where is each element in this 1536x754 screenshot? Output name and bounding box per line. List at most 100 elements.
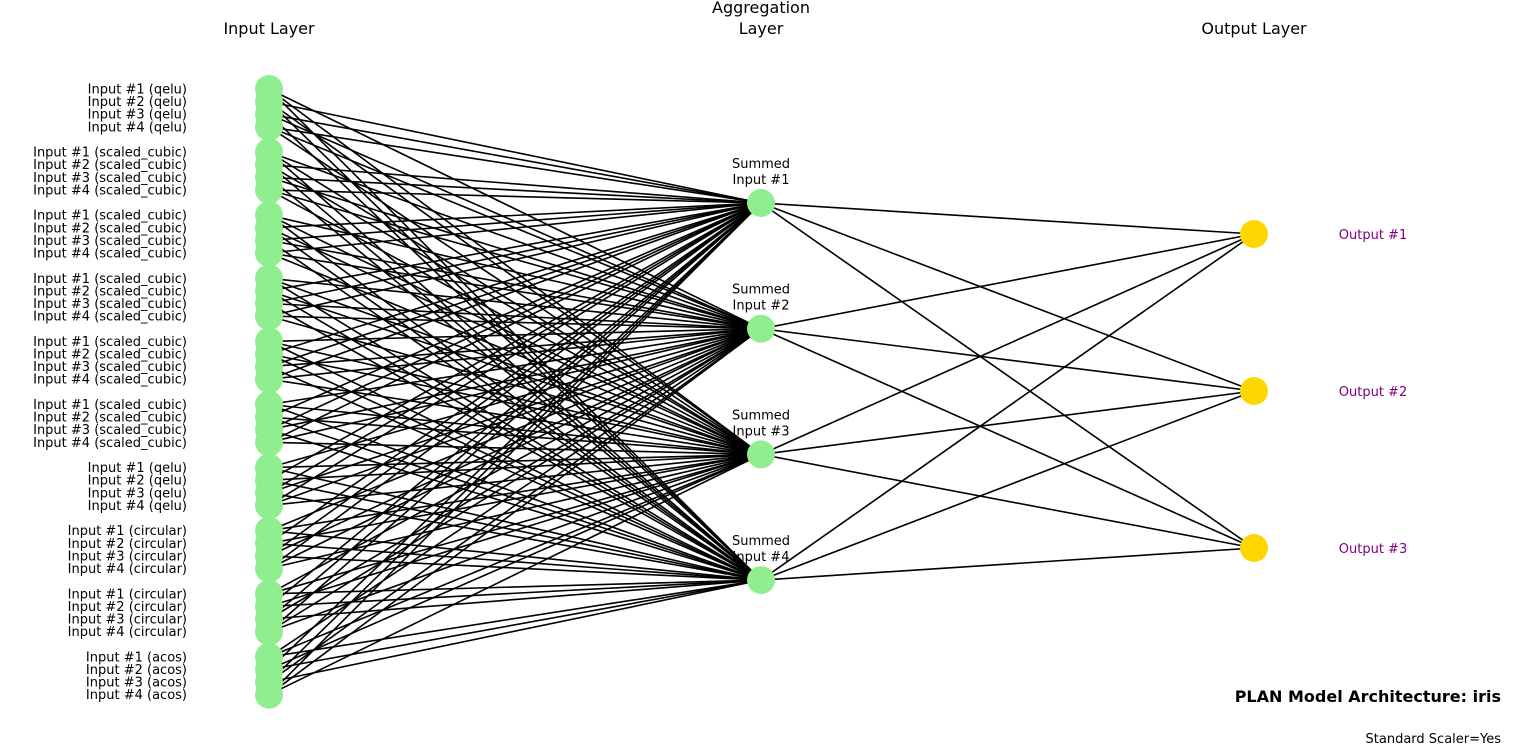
edge-input-30-to-summed-1 [268,202,762,544]
edge-summed-3-to-output-2 [760,390,1255,456]
edge-input-39-to-summed-1 [268,202,762,683]
input-label-37: Input #1 (acos) [86,650,187,665]
edge-input-31-to-summed-1 [268,202,762,557]
edge-summed-1-to-output-1 [760,202,1255,235]
input-label-26: Input #2 (qelu) [88,474,187,489]
input-label-17: Input #1 (scaled_cubic) [33,335,187,350]
edge-input-24-to-summed-1 [268,202,762,444]
edge-input-22-to-summed-1 [268,202,762,418]
edge-input-3-to-summed-1 [268,113,762,204]
summed-label-4-line2: Input #4 [733,550,790,565]
edge-input-8-to-summed-1 [268,189,762,204]
edge-input-35-to-summed-2 [268,328,762,620]
edge-input-6-to-summed-1 [268,163,762,204]
input-label-4: Input #4 (qelu) [88,120,187,135]
input-label-35: Input #3 (circular) [68,613,187,628]
input-node-36 [255,617,283,646]
edge-input-16-to-summed-1 [268,202,762,317]
nodes-group [255,75,1268,709]
input-node-20 [255,365,283,394]
edge-summed-4-to-output-3 [760,547,1255,581]
edge-input-14-to-summed-1 [268,202,762,292]
input-label-29: Input #1 (circular) [68,524,187,539]
edge-summed-3-to-output-3 [760,453,1255,549]
input-node-8 [255,175,283,204]
input-label-25: Input #1 (qelu) [88,461,187,476]
edge-summed-1-to-output-3 [760,202,1255,549]
edge-input-2-to-summed-1 [268,100,762,204]
input-label-36: Input #4 (circular) [68,625,187,640]
input-label-15: Input #3 (scaled_cubic) [33,297,187,312]
edge-input-36-to-summed-2 [268,328,762,633]
output-node-1 [1240,220,1268,248]
summed-label-3-line1: Summed [732,408,790,423]
input-layer-title: Input Layer [223,19,315,38]
summed-label-4-line1: Summed [732,534,790,549]
output-node-3 [1240,534,1268,562]
input-label-22: Input #2 (scaled_cubic) [33,411,187,426]
output-node-2 [1240,377,1268,405]
summed-label-2-line1: Summed [732,283,790,298]
input-label-3: Input #3 (qelu) [88,108,187,123]
edge-input-15-to-summed-1 [268,202,762,305]
input-label-14: Input #2 (scaled_cubic) [33,284,187,299]
diagram-subtitle: Standard Scaler=Yes [1366,732,1502,747]
edge-summed-2-to-output-1 [760,233,1255,330]
input-label-31: Input #3 (circular) [68,549,187,564]
edge-input-23-to-summed-1 [268,202,762,431]
input-label-20: Input #4 (scaled_cubic) [33,373,187,388]
input-label-18: Input #2 (scaled_cubic) [33,348,187,363]
edge-input-37-to-summed-4 [268,579,762,658]
labels-group: Input #1 (qelu)Input #2 (qelu)Input #3 (… [33,83,1407,704]
edge-input-40-to-summed-3 [268,453,762,696]
edge-input-19-to-summed-1 [268,202,762,368]
summed-node-4 [747,566,775,595]
input-label-19: Input #3 (scaled_cubic) [33,360,187,375]
input-node-40 [255,680,283,709]
diagram-title: PLAN Model Architecture: iris [1235,687,1501,706]
edge-input-34-to-summed-1 [268,202,762,608]
edge-input-28-to-summed-1 [268,202,762,507]
edges-group [268,88,1255,696]
summed-node-3 [747,440,775,469]
summed-node-2 [747,314,775,343]
input-label-16: Input #4 (scaled_cubic) [33,310,187,325]
edge-input-35-to-summed-1 [268,202,762,620]
edge-input-13-to-summed-2 [268,277,762,330]
aggregation-layer-title-line1: Aggregation [712,0,810,17]
edge-summed-4-to-output-1 [760,233,1255,581]
input-label-7: Input #3 (scaled_cubic) [33,171,187,186]
edge-input-36-to-summed-1 [268,202,762,633]
input-label-38: Input #2 (acos) [86,663,187,678]
input-node-4 [255,112,283,141]
edge-input-32-to-summed-1 [268,202,762,570]
input-label-5: Input #1 (scaled_cubic) [33,146,187,161]
edge-input-10-to-summed-1 [268,202,762,229]
output-label-1: Output #1 [1339,228,1407,243]
edge-input-4-to-summed-1 [268,126,762,204]
output-layer-title: Output Layer [1201,19,1307,38]
edge-input-12-to-summed-1 [268,202,762,254]
edge-input-11-to-summed-1 [268,202,762,242]
summed-label-2-line2: Input #2 [733,299,790,314]
input-label-13: Input #1 (scaled_cubic) [33,272,187,287]
input-label-21: Input #1 (scaled_cubic) [33,398,187,413]
input-node-32 [255,554,283,583]
edge-input-5-to-summed-2 [268,151,762,330]
output-label-3: Output #3 [1339,542,1407,557]
input-label-28: Input #4 (qelu) [88,499,187,514]
input-node-28 [255,491,283,520]
input-label-23: Input #3 (scaled_cubic) [33,423,187,438]
summed-node-1 [747,189,775,217]
edge-input-40-to-summed-1 [268,202,762,696]
input-label-30: Input #2 (circular) [68,537,187,552]
input-label-27: Input #3 (qelu) [88,486,187,501]
summed-label-1-line1: Summed [732,157,790,172]
input-node-12 [255,239,283,267]
input-node-24 [255,428,283,457]
edge-summed-3-to-output-1 [760,233,1255,456]
input-label-12: Input #4 (scaled_cubic) [33,247,187,262]
output-label-2: Output #2 [1339,385,1407,400]
input-label-10: Input #2 (scaled_cubic) [33,221,187,236]
